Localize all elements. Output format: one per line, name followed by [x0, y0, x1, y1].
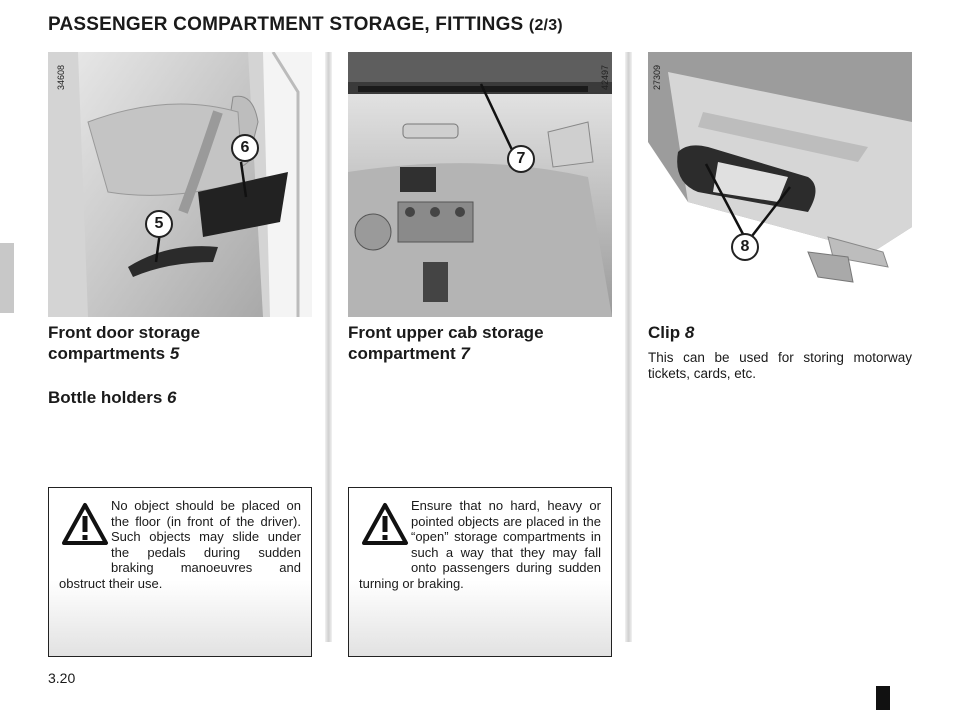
callout-8: 8: [731, 233, 759, 261]
clip-illustration: [648, 52, 912, 317]
heading-bottle-holders: Bottle holders 6: [48, 388, 177, 407]
warning-icon: [362, 503, 408, 545]
title-part: (2/3): [528, 17, 563, 34]
image-code: 42497: [600, 64, 610, 90]
section-tab: [0, 243, 14, 313]
clip-description: This can be used for storing motorway ti…: [648, 350, 912, 381]
page-number: 3.20: [48, 670, 76, 686]
column-separator: [325, 52, 332, 642]
callout-5: 5: [145, 210, 173, 238]
door-storage-illustration: [48, 52, 312, 317]
page-title: PASSENGER COMPARTMENT STORAGE, FITTINGS …: [48, 14, 563, 35]
warning-text: No object should be placed on the floor …: [59, 498, 301, 591]
column-separator: [625, 52, 632, 642]
callout-6: 6: [231, 134, 259, 162]
heading-clip: Clip 8: [648, 323, 695, 342]
warning-text: Ensure that no hard, heavy or pointed ob…: [359, 498, 601, 591]
heading-door-storage: Front door storage compartments 5: [48, 323, 201, 363]
image-code: 27309: [652, 64, 662, 90]
image-code: 34608: [56, 64, 66, 90]
warning-box-storage: Ensure that no hard, heavy or pointed ob…: [348, 487, 612, 657]
warning-box-floor: No object should be placed on the floor …: [48, 487, 312, 657]
cab-storage-illustration: [348, 52, 612, 317]
warning-icon: [62, 503, 108, 545]
heading-cab-storage: Front upper cab storage compartment 7: [348, 323, 544, 363]
callout-7: 7: [507, 145, 535, 173]
page-corner-mark: [876, 686, 890, 710]
